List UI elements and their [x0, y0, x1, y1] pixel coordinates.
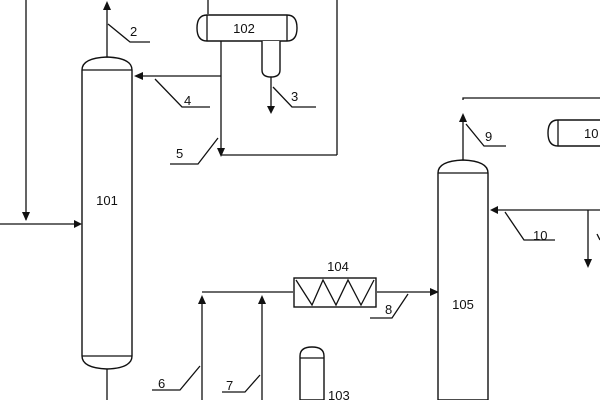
- exchanger-104-label: 104: [327, 259, 349, 274]
- stream-3-label: 3: [291, 89, 298, 104]
- drum-10-label: 10: [584, 126, 598, 141]
- column-101-label: 101: [96, 193, 118, 208]
- stream-3: 3: [267, 77, 316, 114]
- column-105: 105: [437, 159, 489, 400]
- stream-6: 6: [152, 291, 293, 400]
- stream-9: 9: [459, 97, 600, 160]
- stream-8: 8: [370, 288, 439, 319]
- drum-102: 102: [196, 0, 338, 155]
- stream-9-label: 9: [485, 129, 492, 144]
- left-feed-line: [0, 0, 82, 228]
- drum-102-label: 102: [233, 21, 255, 36]
- column-105-label: 105: [452, 297, 474, 312]
- stream-8-label: 8: [385, 302, 392, 317]
- stream-10: 10: [490, 206, 600, 268]
- stream-2: 2: [103, 1, 150, 57]
- stream-5-label: 5: [176, 146, 183, 161]
- column-101: 101: [81, 56, 133, 370]
- exchanger-104: 104: [293, 259, 377, 308]
- stream-7-label: 7: [226, 378, 233, 393]
- stream-10-label: 10: [533, 228, 547, 243]
- stream-4: 4: [134, 41, 222, 108]
- stream-7: 7: [222, 295, 266, 400]
- stream-6-label: 6: [158, 376, 165, 391]
- vessel-103: 103: [299, 346, 357, 400]
- stream-5: 5: [170, 76, 337, 165]
- stream-2-label: 2: [130, 24, 137, 39]
- vessel-103-label: 103: [328, 388, 350, 400]
- drum-10: 10: [547, 119, 600, 147]
- stream-4-label: 4: [184, 93, 191, 108]
